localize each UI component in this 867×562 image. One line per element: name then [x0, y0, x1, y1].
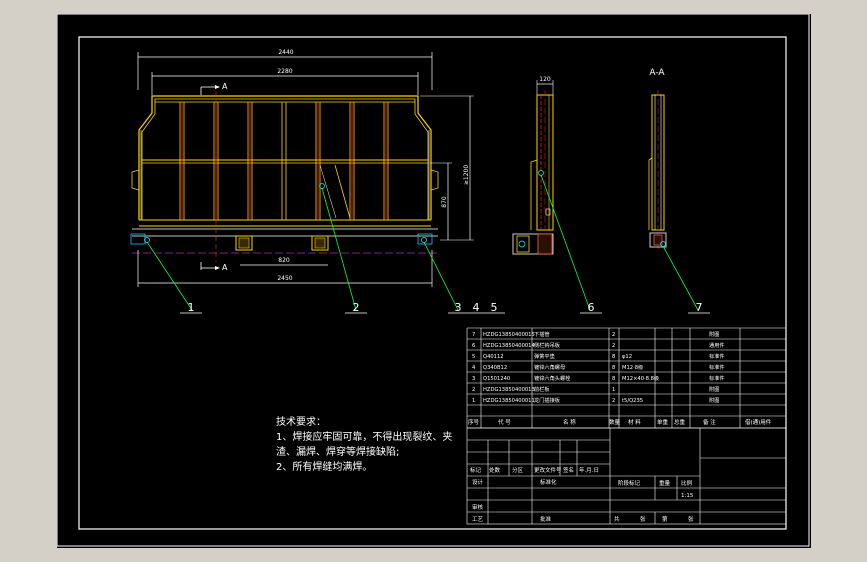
tb-process: 工艺: [472, 516, 484, 523]
bom-row-3-name: 镀锌六角头螺栓: [534, 374, 571, 382]
leader-lines: [146, 174, 699, 311]
bom-head-material: 材 料: [628, 418, 641, 426]
bom-row-4-no: 4: [472, 365, 476, 371]
bom-row-7-name: 下插管: [534, 330, 550, 338]
bom-row-5-no: 5: [472, 354, 475, 360]
inner-frame: [78, 36, 787, 530]
dim-mid-height: 870: [441, 196, 448, 208]
bom-row-3-remark: 标准件: [709, 374, 725, 382]
section-mark-bottom: A: [222, 263, 228, 272]
bom-head-code: 代 号: [498, 418, 511, 426]
bom-head-total-mass: 总重: [674, 418, 686, 426]
tb-review: 审核: [472, 503, 484, 511]
bom-row-4-material: M12·8级: [622, 363, 643, 371]
balloon-6: 6: [588, 301, 595, 314]
tb-stage-mark: 阶段标记: [618, 479, 641, 487]
bom-row-5-remark: 标准件: [709, 352, 725, 360]
bom-row-5-name: 弹簧平垫: [534, 352, 556, 360]
bom-head-extra: 借(通)用件: [745, 418, 772, 426]
tb-scale: 比例: [681, 479, 693, 487]
outer-frame: [56, 13, 810, 547]
bom-row-4-remark: 标准件: [709, 363, 725, 371]
tb-weight: 重量: [659, 479, 671, 487]
balloon-2: 2: [353, 301, 360, 314]
bom-row-6-remark: 通用件: [709, 341, 725, 349]
notes-line-3: 2、所有焊缝均满焊。: [276, 462, 373, 473]
bom-row-2-no: 2: [472, 387, 475, 393]
balloon-3: 3: [455, 301, 462, 314]
bom-row-6-code: HZDG13850400014: [483, 343, 535, 349]
tb-scale-value: 1:15: [681, 493, 694, 499]
tb-change-doc: 更改文件号: [534, 466, 562, 474]
tb-sheets-total: 共: [614, 515, 620, 523]
section-view: A-A: [648, 68, 667, 250]
technical-notes: 技术要求： 1、焊接应牢固可靠，不得出现裂纹、夹 渣、漏焊、焊穿等焊接缺陷; 2…: [276, 415, 452, 475]
front-view: 2440 2280 A A: [130, 49, 474, 287]
bom-row-7-remark: 附图: [709, 330, 719, 338]
balloon-4: 4: [473, 301, 480, 314]
dim-inner-width: 2280: [277, 68, 292, 75]
notes-line-1: 1、焊接应牢固可靠，不得出现裂纹、夹: [276, 432, 453, 443]
bom-head-remark: 备 注: [703, 418, 716, 426]
bom-row-1-material: t5/Q235: [622, 398, 643, 404]
tb-date: 年.月.日: [579, 466, 599, 474]
notes-line-2: 渣、漏焊、焊穿等焊接缺陷;: [276, 447, 400, 458]
tb-sheets-label: 张: [640, 515, 646, 523]
notes-title: 技术要求：: [276, 417, 326, 428]
bom-row-4-name: 镀锌六角螺母: [534, 363, 565, 371]
section-view-title: A-A: [649, 68, 665, 78]
balloon-5: 5: [491, 301, 498, 314]
bom-row-6-name: 侧栏钩吊板: [534, 341, 561, 349]
bom-row-1-no: 1: [472, 398, 475, 404]
cad-drawing: 2440 2280 A A: [56, 13, 810, 547]
tb-approve: 批准: [540, 515, 552, 523]
bom-row-2-name: 前栏板: [534, 385, 550, 393]
dim-height: ≥1200: [463, 165, 470, 185]
balloon-1: 1: [188, 301, 195, 314]
bom-head-unit-mass: 单重: [657, 418, 669, 426]
bom-row-3-material: M12×40·8.8级: [622, 374, 659, 382]
bom-row-7-no: 7: [472, 332, 475, 338]
bom-row-5-code: Q40112: [483, 354, 504, 360]
dim-bottom-width: 2450: [277, 275, 292, 282]
tb-zone: 分区: [512, 466, 524, 474]
cad-viewport[interactable]: 2440 2280 A A: [56, 13, 811, 548]
bom-row-6-no: 6: [472, 343, 475, 349]
bom-row-1-qty: 2: [612, 398, 615, 404]
tb-design: 设计: [472, 478, 484, 486]
bom-row-3-qty: 8: [612, 376, 615, 382]
bom-head-qty: 数量: [609, 418, 621, 426]
bom-head-name: 名 称: [563, 418, 576, 426]
bom-row-3-no: 3: [472, 376, 475, 382]
bom-row-2-remark: 附图: [709, 385, 719, 393]
tb-mark: 标记: [470, 466, 482, 474]
dim-side-width: 120: [539, 76, 551, 83]
tb-sign: 签名: [563, 466, 574, 474]
dim-gap-width: 820: [278, 257, 290, 264]
bom-row-1-code: HZDG13850400011: [483, 398, 535, 404]
bom-row-1-name: 龙门插接板: [534, 396, 561, 404]
bom-row-6-qty: 2: [612, 343, 615, 349]
bom-head-no: 序号: [468, 418, 480, 426]
tb-sheet-label: 张: [688, 515, 694, 523]
side-view: 120: [512, 76, 554, 255]
bom-row-1-remark: 附图: [709, 396, 719, 404]
dim-overall-width: 2440: [278, 49, 293, 56]
balloon-7: 7: [696, 301, 703, 314]
bom-row-2-code: HZDG13850400013: [483, 387, 535, 393]
bom-row-7-code: HZDG13850400015: [483, 332, 535, 338]
section-mark-top: A: [222, 82, 228, 91]
tb-standardize: 标准化: [540, 478, 557, 486]
bom-row-7-qty: 2: [612, 332, 615, 338]
title-block: 标记 处数 分区 更改文件号 签名 年.月.日 设计 标准化 审核 工艺 批准 …: [466, 427, 787, 525]
bom-row-2-qty: 1: [612, 387, 615, 393]
bom-row-3-code: Q1501240: [483, 376, 510, 382]
bom-row-5-qty: 8: [612, 354, 615, 360]
tb-count: 处数: [489, 466, 501, 474]
bom-row-4-qty: 8: [612, 365, 615, 371]
bom-row-4-code: Q340B12: [483, 365, 507, 371]
bom-row-5-material: φ12: [622, 354, 632, 360]
tb-sheet-no: 第: [662, 515, 668, 523]
